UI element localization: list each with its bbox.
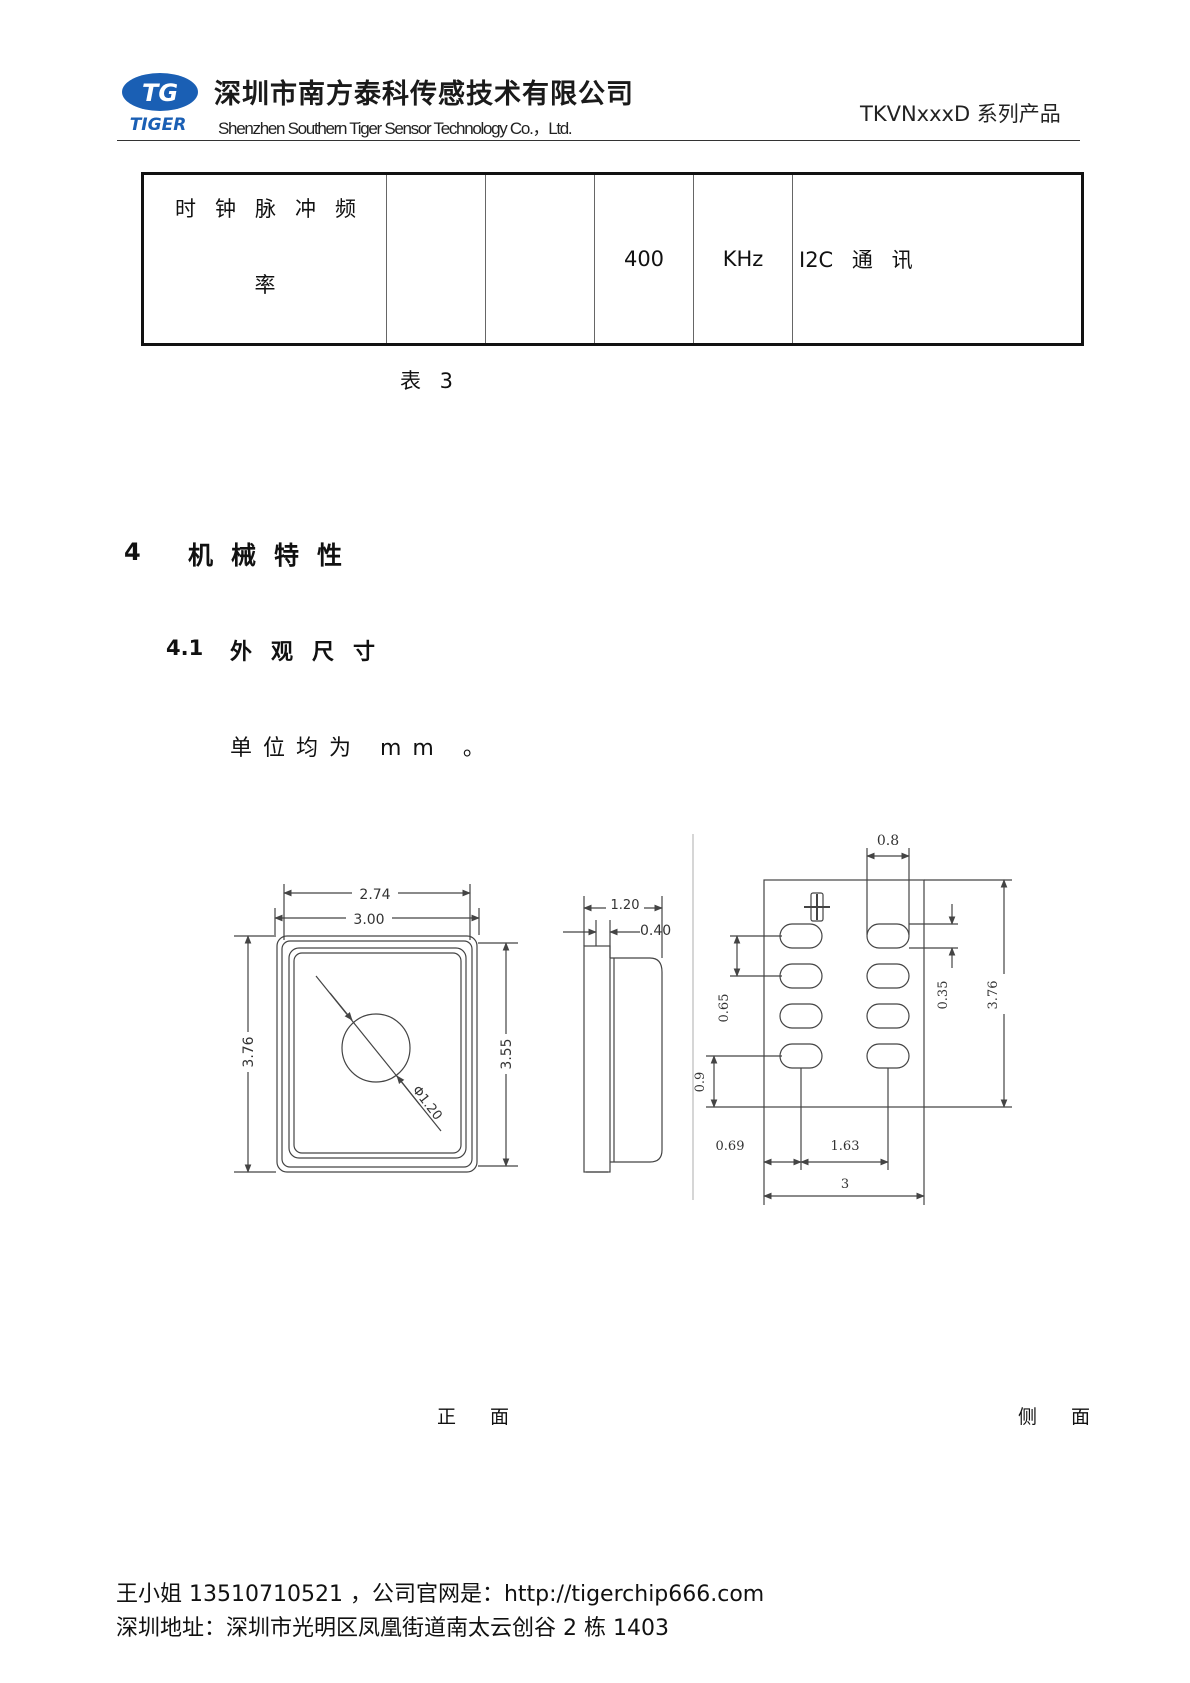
dim-bottom-edge: 0.9 bbox=[693, 1072, 708, 1093]
max-cell: 400 bbox=[594, 173, 694, 345]
pad bbox=[866, 1043, 910, 1069]
footer-address: 深圳地址：深圳市光明区凤凰街道南太云创谷 2 栋 1403 bbox=[116, 1616, 669, 1641]
unit-note: 单位均为 mm 。 bbox=[230, 736, 496, 761]
lens-circle bbox=[341, 1013, 411, 1083]
dim-bottom-pitch: 0.65 bbox=[717, 994, 732, 1023]
param-cell: 时钟脉冲频 率 bbox=[142, 173, 387, 345]
dim-bottom-pad-height: 0.35 bbox=[936, 981, 951, 1010]
dim-bottom-pad-width: 0.8 bbox=[877, 833, 899, 849]
dim-front-width-outer: 3.00 bbox=[353, 912, 384, 928]
header-divider bbox=[117, 140, 1080, 141]
svg-text:TIGER: TIGER bbox=[130, 115, 187, 134]
spec-table: 时钟脉冲频 率 400 KHz I2C 通 讯 bbox=[141, 172, 1084, 346]
front-view: Φ1.20 2.74 3.00 3.76 3.55 bbox=[234, 884, 518, 1173]
side-view: 1.20 0.40 bbox=[563, 896, 671, 1173]
pad bbox=[866, 1003, 910, 1029]
side-view-label: 侧 面 bbox=[1018, 1406, 1105, 1428]
min-cell bbox=[386, 173, 486, 345]
company-name-en: Shenzhen Southern Tiger Sensor Technolog… bbox=[218, 119, 573, 138]
bottom-body bbox=[763, 879, 925, 1108]
product-series: TKVNxxxD 系列产品 bbox=[860, 102, 1061, 126]
front-outer-outline bbox=[276, 935, 478, 1173]
diameter-arrow-bottom bbox=[396, 1075, 421, 1106]
subsection-number: 4.1 bbox=[166, 636, 204, 660]
company-name-cn: 深圳市南方泰科传感技术有限公司 bbox=[214, 79, 634, 110]
dim-front-diameter: Φ1.20 bbox=[409, 1083, 445, 1123]
dim-side-step: 0.40 bbox=[640, 923, 671, 939]
pad bbox=[779, 1003, 823, 1029]
dim-front-height-outer: 3.76 bbox=[241, 1036, 257, 1067]
front-window bbox=[288, 947, 467, 1159]
side-cover bbox=[610, 957, 663, 1163]
dim-bottom-height: 3.76 bbox=[986, 981, 1001, 1010]
section-title: 机械特性 bbox=[188, 541, 361, 570]
note-cell: I2C 通 讯 bbox=[792, 173, 1083, 345]
param-name-line2: 率 bbox=[254, 273, 276, 297]
pad bbox=[779, 1043, 823, 1069]
dim-bottom-pad-spacing: 1.63 bbox=[831, 1139, 860, 1154]
dim-side-depth: 1.20 bbox=[611, 898, 640, 913]
front-window-inner bbox=[293, 952, 462, 1154]
subsection-title: 外观尺寸 bbox=[230, 640, 395, 665]
pad bbox=[779, 923, 823, 949]
plus-icon-outline bbox=[810, 892, 824, 922]
section-number: 4 bbox=[124, 538, 141, 566]
typ-cell bbox=[485, 173, 595, 345]
unit-cell: KHz bbox=[693, 173, 793, 345]
pad bbox=[779, 963, 823, 989]
table-caption: 表 3 bbox=[400, 369, 454, 393]
diameter-arrow-top bbox=[329, 992, 353, 1021]
param-name-line1: 时钟脉冲频 bbox=[175, 197, 375, 221]
pad bbox=[866, 963, 910, 989]
dim-front-height-inner: 3.55 bbox=[499, 1038, 515, 1069]
tiger-logo: TG TIGER bbox=[122, 73, 198, 134]
side-body bbox=[583, 945, 611, 1173]
front-view-label: 正 面 bbox=[437, 1406, 524, 1428]
table-row: 时钟脉冲频 率 400 KHz I2C 通 讯 bbox=[142, 173, 1083, 345]
pad bbox=[866, 923, 910, 949]
dim-bottom-width: 3 bbox=[841, 1177, 849, 1192]
footer-contact: 王小姐 13510710521 ，公司官网是：http://tigerchip6… bbox=[116, 1582, 765, 1607]
dim-front-width-inner: 2.74 bbox=[359, 887, 390, 903]
dim-bottom-edge-left: 0.69 bbox=[716, 1139, 745, 1154]
bottom-view: 0.8 0.35 3.76 0.65 0.9 0.69 1.63 bbox=[693, 833, 1012, 1205]
front-outer-outline-2 bbox=[281, 940, 473, 1168]
svg-text:TG: TG bbox=[142, 79, 178, 107]
